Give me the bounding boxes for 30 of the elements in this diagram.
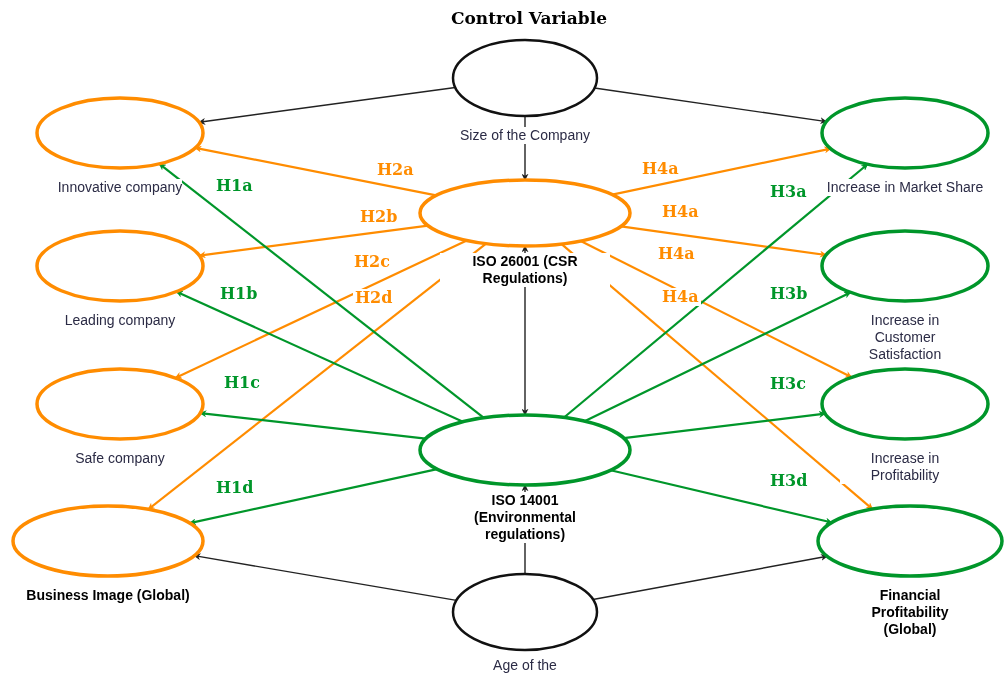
arrow xyxy=(158,162,485,419)
arrow xyxy=(623,410,826,440)
arrow xyxy=(563,163,869,419)
arrow xyxy=(610,469,833,525)
node-label: Safe company xyxy=(75,450,165,467)
arrow xyxy=(175,290,464,423)
node-label: ISO 26001 (CSR Regulations) xyxy=(440,253,610,287)
arrow xyxy=(199,410,426,440)
arrow xyxy=(198,86,456,125)
arrow xyxy=(592,553,828,601)
node-label: Age of the xyxy=(493,657,557,674)
node-label: Size of the Company xyxy=(460,127,590,144)
arrow xyxy=(194,145,437,197)
arrow xyxy=(174,239,468,379)
node-label: Business Image (Global) xyxy=(26,587,190,604)
arrow xyxy=(620,225,827,258)
arrow xyxy=(584,291,852,423)
edge-label: H4a xyxy=(660,288,701,306)
diagram-title: Control Variable xyxy=(450,7,608,30)
arrow xyxy=(198,224,429,259)
arrow xyxy=(560,243,874,510)
node-label: Leading company xyxy=(64,312,176,329)
arrow xyxy=(612,146,832,196)
node-label: Innovative company xyxy=(57,179,183,196)
arrow xyxy=(593,87,828,125)
arrow xyxy=(193,553,458,602)
arrow xyxy=(147,242,487,511)
arrow xyxy=(580,240,853,379)
arrow xyxy=(189,468,438,526)
node-label: Increase in Market Share xyxy=(826,179,984,196)
